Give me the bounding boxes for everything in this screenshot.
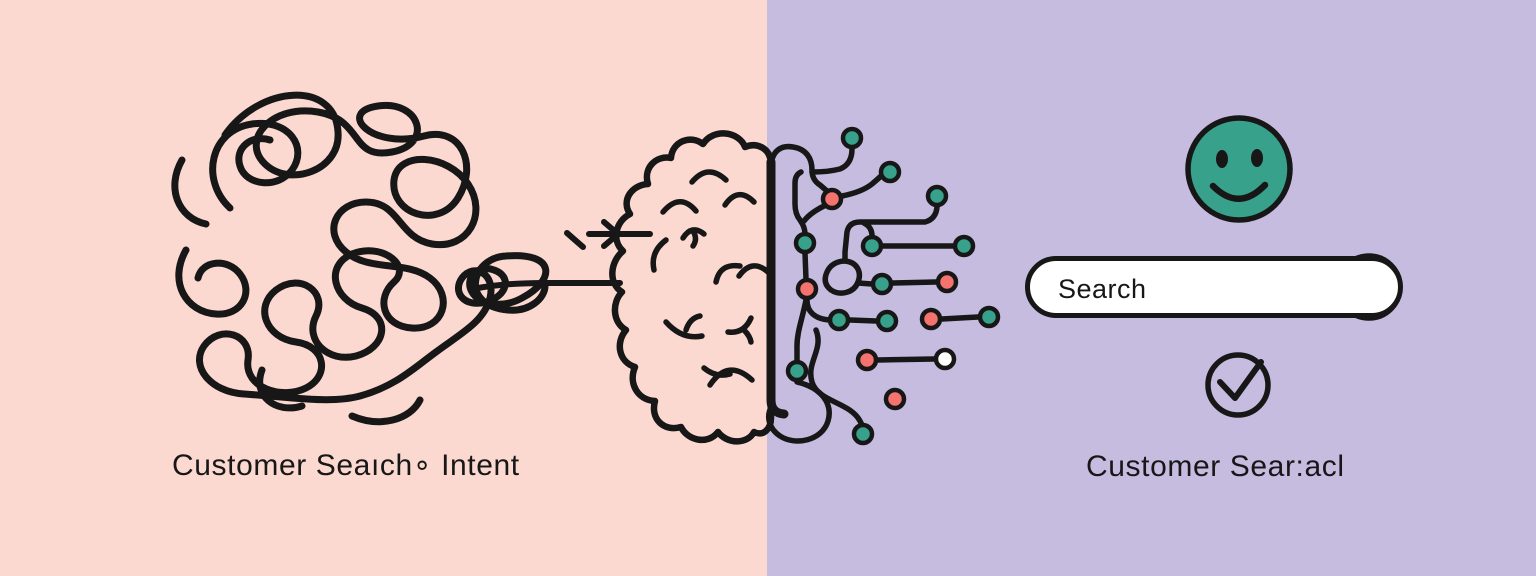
- smiley-right-eye: [1251, 149, 1263, 167]
- circuit-node: [795, 277, 819, 301]
- checkmark-circle-icon: [1205, 352, 1271, 418]
- circuit-node: [935, 270, 959, 294]
- circuit-nodes: [785, 126, 1001, 446]
- circuit-node: [860, 234, 884, 258]
- left-background-panel: [0, 0, 767, 576]
- circuit-node: [820, 187, 844, 211]
- circuit-node: [878, 160, 902, 184]
- circuit-node: [870, 272, 894, 296]
- circuit-node: [827, 308, 851, 332]
- caption-left: Customer Seaıch∘ Intent: [172, 449, 520, 482]
- circuit-node: [785, 359, 809, 383]
- brain-sulci-details: [650, 169, 771, 388]
- caption-right: Customer Sear:acl: [1086, 450, 1345, 483]
- circuit-node: [925, 184, 949, 208]
- connector-line: [475, 280, 623, 291]
- circuit-traces: [765, 143, 981, 444]
- brain-midline: [766, 157, 789, 419]
- circuit-node: [977, 305, 1001, 329]
- circuit-node: [875, 309, 899, 333]
- scribble-tangle: [171, 91, 550, 426]
- circuit-node: [883, 387, 907, 411]
- smiley-left-eye: [1216, 150, 1228, 168]
- circuit-node: [855, 348, 879, 372]
- smiley-mouth: [1209, 181, 1269, 202]
- circuit-node: [933, 347, 957, 371]
- circuit-node: [793, 231, 817, 255]
- circuit-node: [851, 422, 875, 446]
- arrow-right-icon: [564, 219, 653, 250]
- circuit-node: [840, 126, 864, 150]
- smiley-face-icon: [1185, 115, 1293, 223]
- leaf-node: [822, 258, 863, 296]
- search-input-value: Search: [1058, 274, 1147, 304]
- circuit-node: [919, 307, 943, 331]
- search-input[interactable]: Search: [1025, 256, 1403, 318]
- brain-left-hemisphere: [609, 130, 789, 445]
- circuit-node: [952, 234, 976, 258]
